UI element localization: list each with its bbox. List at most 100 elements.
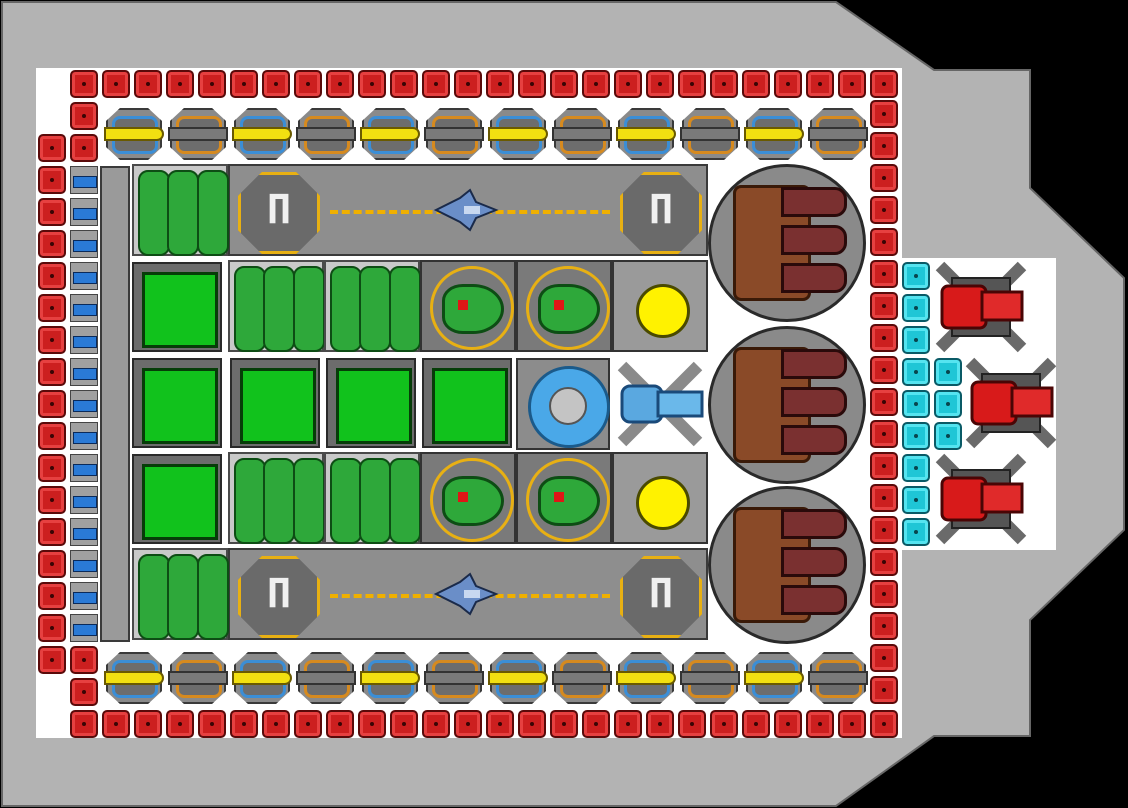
armor-block-icon[interactable] <box>870 388 898 416</box>
armor-block-icon[interactable] <box>390 70 418 98</box>
armor-block-icon[interactable] <box>870 228 898 256</box>
armor-block-icon[interactable] <box>870 452 898 480</box>
armor-block-icon[interactable] <box>582 70 610 98</box>
power-conduit-icon[interactable] <box>70 230 98 258</box>
armor-block-icon[interactable] <box>38 486 66 514</box>
gun-turret-icon[interactable] <box>740 104 804 160</box>
armor-block-icon[interactable] <box>870 196 898 224</box>
armor-block-icon[interactable] <box>870 516 898 544</box>
power-conduit-icon[interactable] <box>70 326 98 354</box>
armor-block-icon[interactable] <box>838 710 866 738</box>
armor-block-icon[interactable] <box>870 676 898 704</box>
armor-block-icon[interactable] <box>838 70 866 98</box>
armor-block-icon[interactable] <box>38 422 66 450</box>
armor-block-icon[interactable] <box>550 710 578 738</box>
armor-block-icon[interactable] <box>614 70 642 98</box>
armor-block-icon[interactable] <box>38 614 66 642</box>
armor-block-icon[interactable] <box>262 70 290 98</box>
armor-block-icon[interactable] <box>646 70 674 98</box>
armor-block-icon[interactable] <box>38 326 66 354</box>
armor-block-icon[interactable] <box>38 294 66 322</box>
armor-block-icon[interactable] <box>870 612 898 640</box>
armor-block-icon[interactable] <box>710 70 738 98</box>
cyan-armor-block-icon[interactable] <box>902 486 930 514</box>
power-conduit-icon[interactable] <box>70 550 98 578</box>
gun-turret-icon[interactable] <box>228 104 292 160</box>
power-conduit-icon[interactable] <box>70 582 98 610</box>
cyan-armor-block-icon[interactable] <box>934 390 962 418</box>
armor-block-icon[interactable] <box>646 710 674 738</box>
fuel-tank-icon[interactable] <box>132 164 229 256</box>
armor-block-icon[interactable] <box>582 710 610 738</box>
cyan-armor-block-icon[interactable] <box>902 262 930 290</box>
cyan-armor-block-icon[interactable] <box>902 358 930 386</box>
power-conduit-icon[interactable] <box>70 294 98 322</box>
cargo-storage-icon[interactable] <box>422 358 512 448</box>
armor-block-icon[interactable] <box>742 70 770 98</box>
armor-block-icon[interactable] <box>870 484 898 512</box>
cargo-storage-icon[interactable] <box>326 358 416 448</box>
armor-block-icon[interactable] <box>70 678 98 706</box>
armor-block-icon[interactable] <box>38 198 66 226</box>
cargo-storage-icon[interactable] <box>132 262 222 352</box>
gun-turret-icon[interactable] <box>420 104 484 160</box>
cyan-armor-block-icon[interactable] <box>934 358 962 386</box>
cargo-storage-icon[interactable] <box>230 358 320 448</box>
heavy-cannon-icon[interactable] <box>708 164 866 322</box>
armor-block-icon[interactable] <box>742 710 770 738</box>
gun-turret-icon[interactable] <box>228 648 292 704</box>
heavy-cannon-icon[interactable] <box>708 486 866 644</box>
armor-block-icon[interactable] <box>870 324 898 352</box>
gun-turret-icon[interactable] <box>676 104 740 160</box>
power-conduit-icon[interactable] <box>70 454 98 482</box>
gun-turret-icon[interactable] <box>676 648 740 704</box>
armor-block-icon[interactable] <box>486 710 514 738</box>
gun-turret-icon[interactable] <box>548 104 612 160</box>
armor-block-icon[interactable] <box>198 70 226 98</box>
fuel-tank-icon[interactable] <box>228 260 325 352</box>
power-conduit-icon[interactable] <box>70 614 98 642</box>
power-conduit-icon[interactable] <box>70 518 98 546</box>
gun-turret-icon[interactable] <box>740 648 804 704</box>
armor-block-icon[interactable] <box>38 390 66 418</box>
armor-block-icon[interactable] <box>358 710 386 738</box>
armor-block-icon[interactable] <box>230 710 258 738</box>
armor-block-icon[interactable] <box>390 710 418 738</box>
armor-block-icon[interactable] <box>38 230 66 258</box>
armor-block-icon[interactable] <box>70 70 98 98</box>
armor-block-icon[interactable] <box>198 710 226 738</box>
cyan-armor-block-icon[interactable] <box>902 326 930 354</box>
armor-block-icon[interactable] <box>70 710 98 738</box>
armor-block-icon[interactable] <box>38 518 66 546</box>
fuel-tank-icon[interactable] <box>228 452 325 544</box>
drone-bay-icon[interactable] <box>420 260 516 352</box>
armor-block-icon[interactable] <box>38 582 66 610</box>
cyan-armor-block-icon[interactable] <box>902 518 930 546</box>
armor-block-icon[interactable] <box>422 710 450 738</box>
gun-turret-icon[interactable] <box>612 648 676 704</box>
cyan-armor-block-icon[interactable] <box>934 422 962 450</box>
armor-block-icon[interactable] <box>870 100 898 128</box>
gun-turret-icon[interactable] <box>420 648 484 704</box>
drone-bay-icon[interactable] <box>420 452 516 544</box>
armor-block-icon[interactable] <box>422 70 450 98</box>
armor-block-icon[interactable] <box>550 70 578 98</box>
armor-block-icon[interactable] <box>870 292 898 320</box>
gun-turret-icon[interactable] <box>548 648 612 704</box>
armor-block-icon[interactable] <box>806 70 834 98</box>
armor-block-icon[interactable] <box>486 70 514 98</box>
armor-block-icon[interactable] <box>134 70 162 98</box>
armor-block-icon[interactable] <box>70 134 98 162</box>
armor-block-icon[interactable] <box>294 70 322 98</box>
armor-block-icon[interactable] <box>870 644 898 672</box>
armor-block-icon[interactable] <box>358 70 386 98</box>
armor-block-icon[interactable] <box>230 70 258 98</box>
armor-block-icon[interactable] <box>38 134 66 162</box>
fuel-tank-icon[interactable] <box>132 548 229 640</box>
cyan-armor-block-icon[interactable] <box>902 390 930 418</box>
armor-block-icon[interactable] <box>870 420 898 448</box>
reactor-core-icon[interactable] <box>612 260 708 352</box>
drone-bay-icon[interactable] <box>516 452 612 544</box>
